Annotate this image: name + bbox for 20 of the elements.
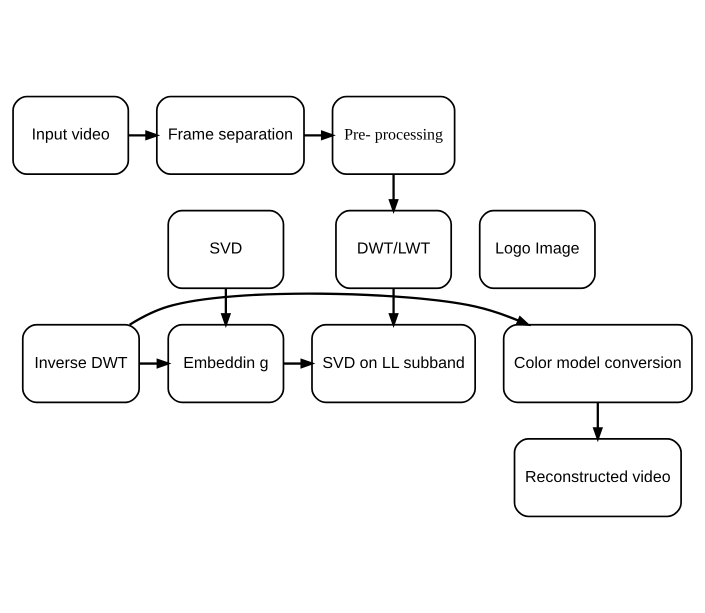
arrow <box>128 130 160 141</box>
node-box: Input video <box>12 96 130 175</box>
arrow <box>388 174 399 214</box>
arrow <box>592 402 603 442</box>
node-box: SVD on LL subband <box>311 324 476 404</box>
node-box: Color model conversion <box>502 324 693 404</box>
node-box: Frame separation <box>156 96 305 175</box>
arrow <box>388 288 399 328</box>
arrow <box>304 130 336 141</box>
node-box: Embeddin g <box>167 324 284 404</box>
node-box: Logo Image <box>478 210 596 290</box>
arrow <box>129 292 532 326</box>
arrow <box>220 288 232 328</box>
node-box: SVD <box>167 210 284 290</box>
node-box: Reconstructed video <box>514 438 682 518</box>
node-box: Inverse DWT <box>22 324 140 404</box>
arrow <box>284 358 316 369</box>
node-box: DWT/LWT <box>335 210 452 290</box>
node-box: Pre- processing <box>332 96 456 175</box>
arrow <box>139 358 172 369</box>
